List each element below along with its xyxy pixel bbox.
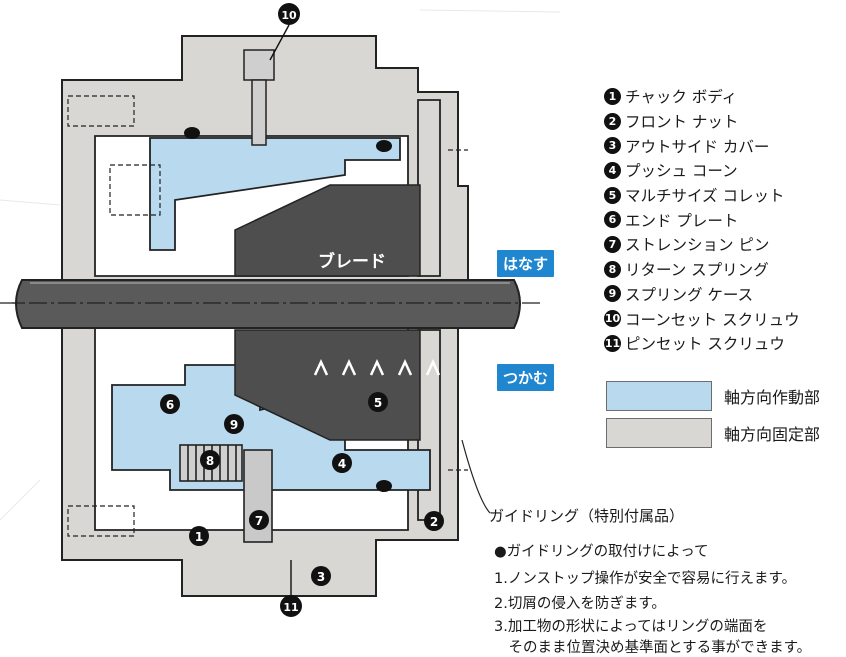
callout-markers: 10 6 9 5 8 4 7 1 2 3 11: [160, 3, 444, 617]
callout-5: 5: [368, 392, 388, 412]
fixed-swatch-box: [606, 418, 712, 448]
workpiece-rod: [0, 279, 540, 329]
release-tag: はなす: [497, 250, 555, 277]
collet-teeth: [313, 359, 441, 376]
note-item: 1.ノンストップ操作が安全で容易に行えます。: [494, 571, 797, 587]
svg-text:4: 4: [338, 457, 346, 471]
callout-2: 2: [424, 511, 444, 531]
callout-10: 10: [278, 3, 300, 25]
callout-3: 3: [311, 566, 331, 586]
callout-11: 11: [280, 595, 302, 617]
svg-text:2: 2: [430, 515, 438, 529]
tension-pin: [243, 449, 273, 543]
note-item: 2.切屑の侵入を防ぎます。: [494, 596, 666, 612]
hidden-lines: [67, 95, 468, 537]
o-rings: [184, 127, 392, 492]
blade-label: ブレード: [318, 251, 386, 271]
notes-heading: ●ガイドリングの取付けによって: [494, 544, 709, 560]
svg-text:6: 6: [166, 398, 174, 412]
callout-8: 8: [200, 450, 220, 470]
multisize-collet-part: [234, 184, 421, 441]
svg-text:8: 8: [206, 454, 214, 468]
svg-text:7: 7: [255, 514, 263, 528]
callout-4: 4: [332, 453, 352, 473]
callout-1: 1: [189, 526, 209, 546]
background-ghost-lines: [0, 9, 561, 521]
moving-swatch-box: [606, 381, 712, 411]
svg-text:10: 10: [281, 9, 297, 22]
svg-text:11: 11: [283, 601, 298, 614]
callout-7: 7: [249, 510, 269, 530]
moving-parts-swatch: 軸方向作動部: [606, 381, 820, 411]
svg-text:1: 1: [195, 530, 203, 544]
callout-9: 9: [224, 414, 244, 434]
grip-tag: つかむ: [497, 364, 555, 391]
callout-10-leader: [269, 24, 290, 61]
svg-text:9: 9: [230, 418, 238, 432]
note-item: 3.加工物の形状によってはリングの端面を: [494, 619, 768, 635]
fixed-parts-swatch: 軸方向固定部: [606, 418, 820, 448]
callout-6: 6: [160, 394, 180, 414]
guide-ring-leader: [461, 439, 491, 514]
note-item: そのまま位置決め基準面とする事ができます。: [494, 640, 812, 656]
guide-ring-label: ガイドリング（特別付属品）: [489, 507, 685, 525]
svg-text:3: 3: [317, 570, 325, 584]
cone-set-screw: [243, 49, 275, 146]
svg-text:5: 5: [374, 396, 382, 410]
